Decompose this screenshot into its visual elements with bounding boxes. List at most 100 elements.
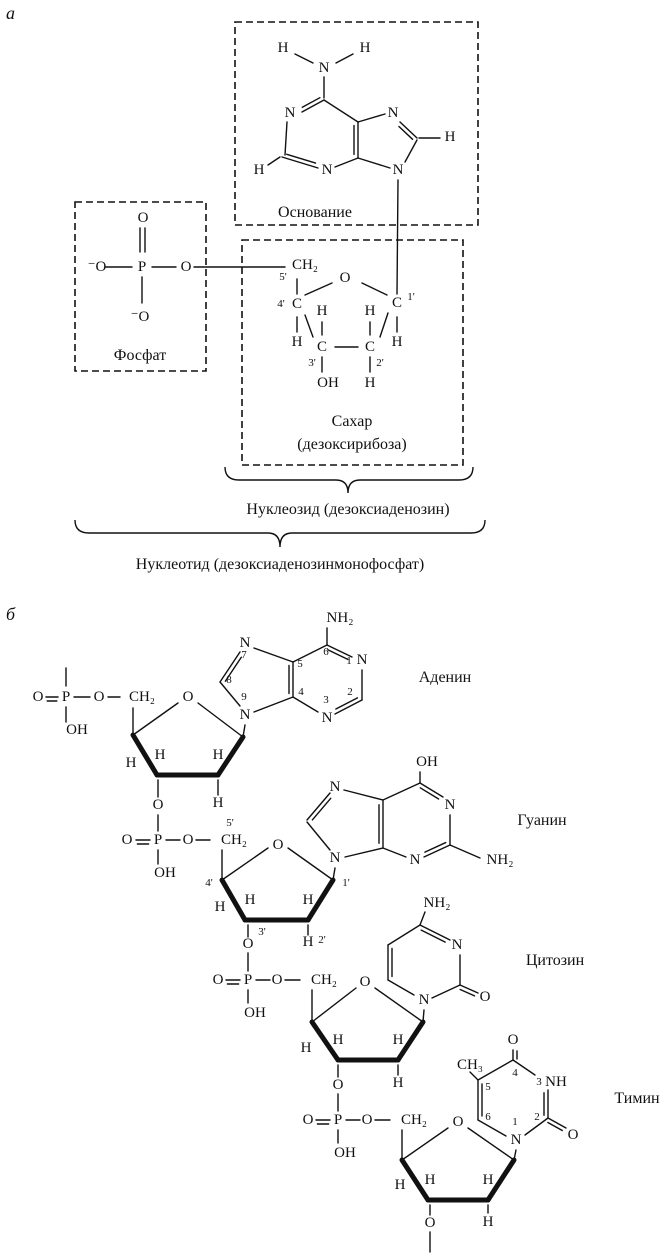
atom-label: O <box>153 797 164 813</box>
bond <box>357 113 386 123</box>
base-name-cytosine: Цитозин <box>526 952 585 969</box>
locant-number: 5' <box>226 817 234 829</box>
atom-label: H <box>213 795 224 811</box>
atom-label: C <box>317 339 327 355</box>
bond <box>197 702 244 738</box>
bond <box>301 99 325 113</box>
atom-label: P <box>334 1112 342 1128</box>
bond <box>477 1119 507 1137</box>
bond <box>420 929 446 943</box>
bond <box>292 644 328 663</box>
bond <box>323 99 359 123</box>
atom-label: O <box>138 210 149 226</box>
locant-number: 1 <box>346 655 352 667</box>
bond <box>284 121 288 156</box>
bond <box>286 153 317 164</box>
atom-label: O <box>333 1077 344 1093</box>
atom-label: O <box>568 1127 579 1143</box>
bond <box>309 1019 341 1063</box>
locant-number: 2 <box>347 686 353 698</box>
atom-label: H <box>213 747 224 763</box>
atom-label: CH₂ <box>292 257 318 273</box>
atom-label: N <box>410 852 421 868</box>
bond <box>294 53 314 64</box>
dashed-boxes <box>74 21 486 548</box>
phosphate-box <box>74 201 207 372</box>
bond <box>306 792 331 821</box>
locant-number: 9 <box>241 691 247 703</box>
atom-label: P <box>62 689 70 705</box>
atom-label: N <box>322 710 333 726</box>
bond <box>398 125 414 141</box>
atom-label: H <box>278 40 289 56</box>
bond <box>253 696 294 713</box>
bond <box>253 647 294 663</box>
locant-number: 3 <box>323 694 329 706</box>
atom-label: P <box>138 259 146 275</box>
atom-label: NH₂ <box>487 852 514 868</box>
bond <box>130 732 160 778</box>
locant-number: 5' <box>279 271 287 283</box>
bond <box>334 699 363 715</box>
atom-label: N <box>322 162 333 178</box>
atom-label: P <box>154 832 162 848</box>
locant-number: 6 <box>323 646 329 658</box>
locant-number: 1' <box>407 291 415 303</box>
atom-label: OH <box>416 754 438 770</box>
locant-number: 4 <box>298 686 304 698</box>
bond <box>431 984 461 999</box>
phosphate-label: Фосфат <box>114 347 166 364</box>
bond <box>467 1127 515 1161</box>
locant-number: 4 <box>512 1067 518 1079</box>
bond <box>374 987 424 1023</box>
atom-label: OH <box>244 1005 266 1021</box>
bond <box>395 1019 426 1063</box>
nucleotide-label: Нуклеотид (дезоксиаденозинмонофосфат) <box>136 556 424 573</box>
atom-label: OH <box>317 375 339 391</box>
atom-label: O <box>272 972 283 988</box>
bond <box>311 987 357 1023</box>
atom-label: OH <box>334 1145 356 1161</box>
bond <box>335 53 354 64</box>
atom-label: O <box>243 936 254 952</box>
atom-label: N <box>330 850 341 866</box>
sugar-label: Сахар <box>332 413 373 430</box>
atom-label: H <box>393 1032 404 1048</box>
locant-number: 1' <box>342 877 350 889</box>
bond <box>512 1059 536 1076</box>
atom-label: H <box>303 892 314 908</box>
locant-number: 4' <box>205 877 213 889</box>
atom-label: O <box>213 972 224 988</box>
atom-label: H <box>245 892 256 908</box>
atom-label: CH₂ <box>221 832 247 848</box>
bond <box>387 979 415 996</box>
bond <box>215 734 246 778</box>
atom-label: H <box>483 1214 494 1230</box>
bond <box>281 156 319 169</box>
atom-label: ⁻O <box>131 309 150 325</box>
atom-label: H <box>445 129 456 145</box>
atom-label: N <box>419 992 430 1008</box>
bond <box>404 139 418 163</box>
locant-number: 7 <box>241 649 247 661</box>
atom-label: H <box>483 1172 494 1188</box>
atom-label: N <box>330 779 341 795</box>
atom-label: C <box>292 296 302 312</box>
locant-number: 3' <box>308 357 316 369</box>
part-a-label: а <box>6 3 15 23</box>
bond <box>219 877 248 923</box>
atom-label: O <box>303 1112 314 1128</box>
atom-label: O <box>508 1032 519 1048</box>
locant-number: 5 <box>485 1081 491 1093</box>
bond <box>399 1157 431 1203</box>
bond <box>387 924 421 946</box>
bond <box>334 157 359 168</box>
bond <box>311 797 332 821</box>
atom-label: O <box>273 837 284 853</box>
bond <box>287 847 334 881</box>
bond <box>419 911 426 926</box>
atom-label: H <box>365 375 376 391</box>
locant-number: 3' <box>258 926 266 938</box>
atom-label: H <box>392 334 403 350</box>
